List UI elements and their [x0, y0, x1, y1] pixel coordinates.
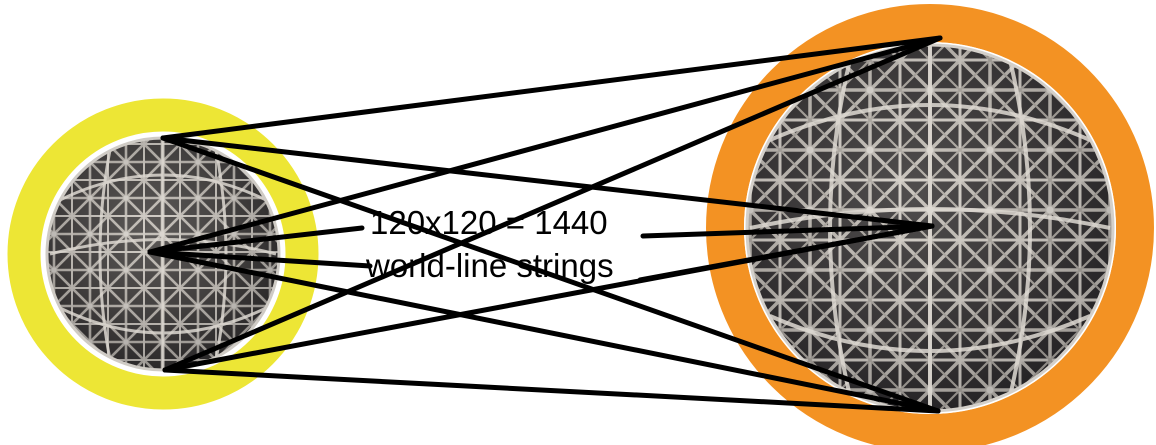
string-lt-rt [160, 35, 943, 141]
left-yellow-ring [7, 98, 319, 410]
string-lm-rm-lower [640, 223, 935, 239]
string-lb-label [147, 249, 373, 269]
label-line-2: world-line strings [365, 247, 614, 284]
label-line-1: 120x120 = 1440 [370, 204, 608, 241]
right-orange-ring [706, 4, 1154, 445]
string-lt-rb [160, 135, 941, 414]
string-lm-rt [147, 35, 943, 255]
string-lm-rb [147, 249, 941, 414]
string-lm-rm-upper [147, 225, 365, 255]
string-label-rm [637, 223, 935, 283]
string-lt-rm [160, 135, 935, 229]
string-lb-rt [162, 35, 943, 373]
world-line-strings [147, 35, 943, 414]
string-lb-rb [162, 367, 941, 414]
